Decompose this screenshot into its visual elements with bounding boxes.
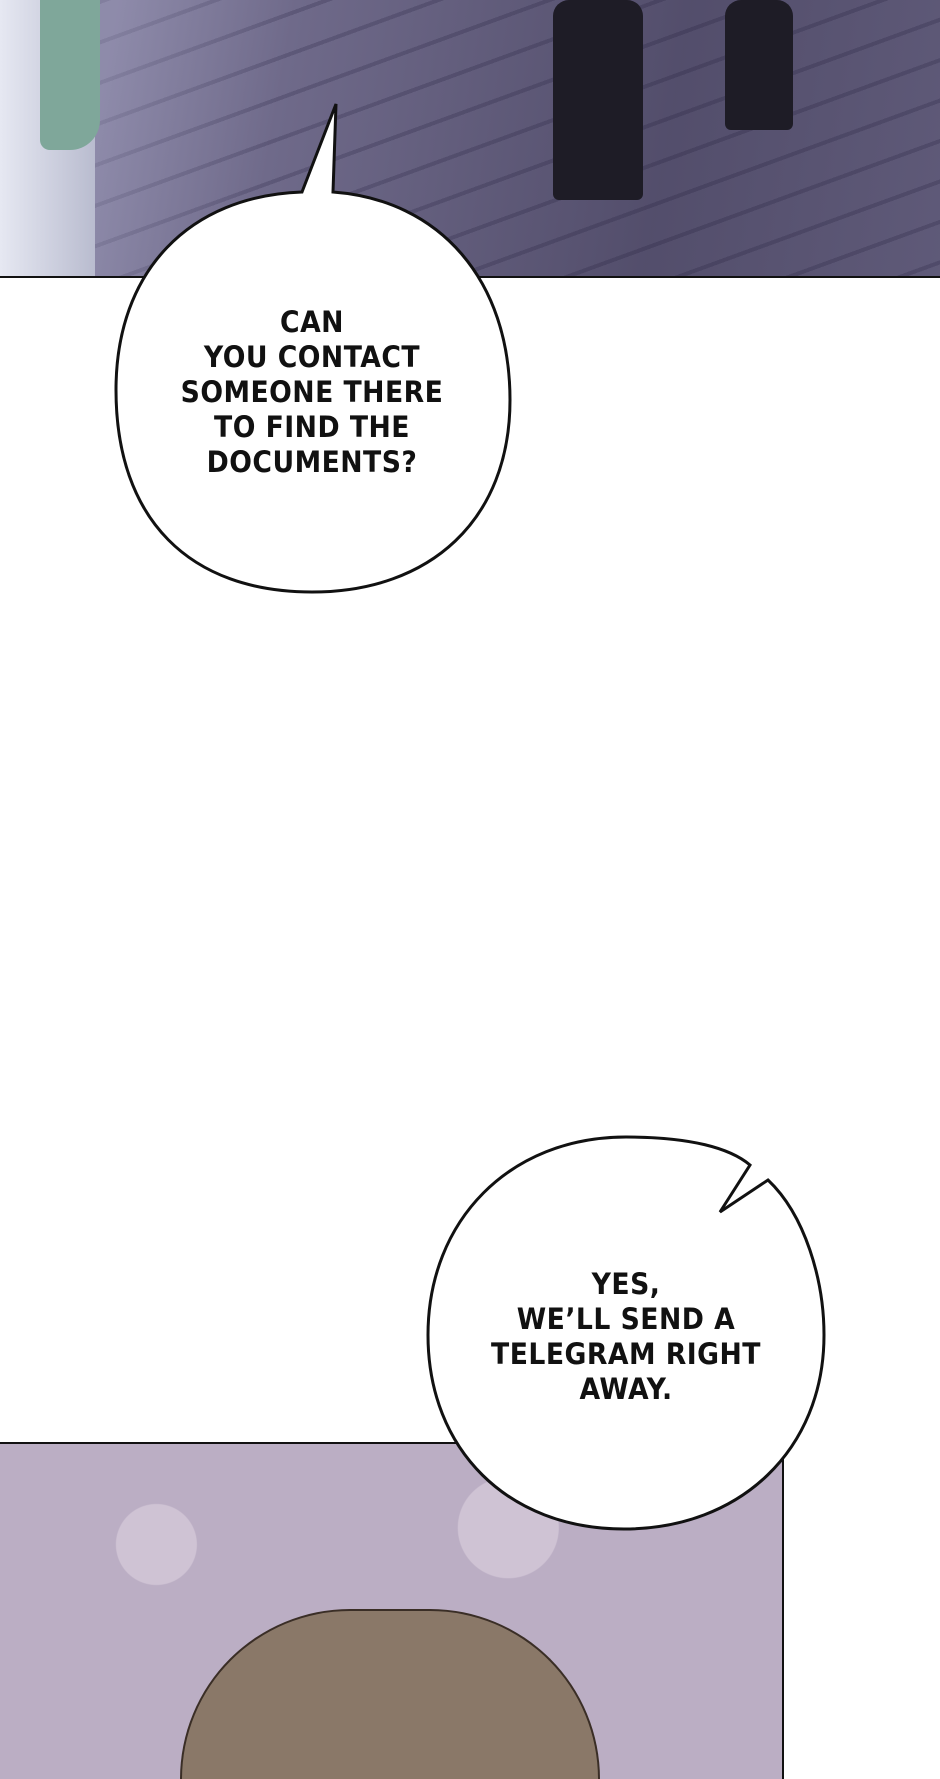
dialogue-line: YOU CONTACT [203, 340, 421, 374]
comic-panel-hallway [0, 0, 940, 278]
speech-bubble-1 [114, 103, 512, 594]
dialogue-line: TELEGRAM RIGHT [491, 1337, 761, 1371]
dialogue-line: SOMEONE THERE [180, 375, 444, 409]
butler-figure-second [725, 0, 793, 130]
dialogue-line: YES, [591, 1267, 661, 1301]
speech-bubble-1-text: CAN YOU CONTACT SOMEONE THERE TO FIND TH… [165, 305, 459, 480]
speech-bubble-2-text: YES, WE’LL SEND A TELEGRAM RIGHT AWAY. [479, 1267, 773, 1407]
dialogue-line: TO FIND THE [214, 410, 410, 444]
dialogue-line: CAN [280, 305, 344, 339]
curtain [40, 0, 100, 150]
speech-bubble-2 [426, 1135, 826, 1531]
dialogue-line: AWAY. [579, 1372, 673, 1406]
dialogue-line: WE’LL SEND A [516, 1302, 736, 1336]
dialogue-line: DOCUMENTS? [206, 445, 418, 479]
butler-figure-blue-hair [553, 0, 643, 200]
